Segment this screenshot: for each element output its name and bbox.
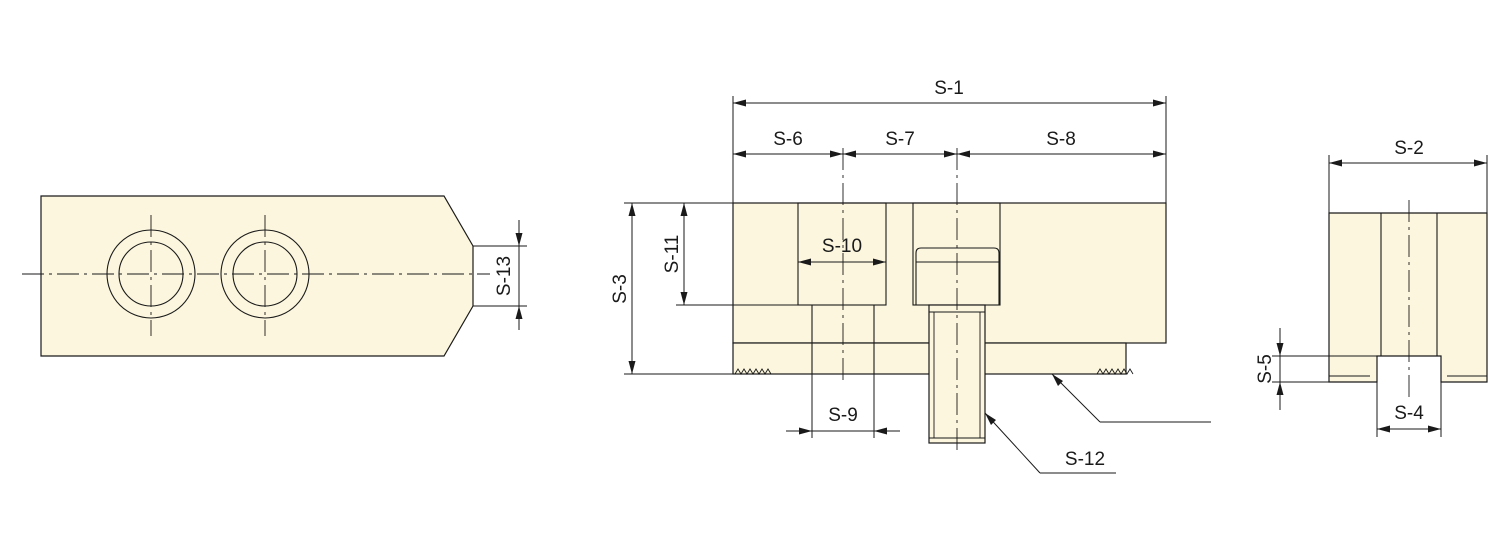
s11-arrow-top (680, 203, 688, 216)
side-view: S-2 S-5 S-4 (1255, 138, 1488, 437)
bolt-head (915, 247, 1000, 305)
s6-arrow-right (830, 150, 843, 158)
s2-arrow-right (1474, 159, 1487, 167)
front-view: S-1 S-6 S-7 S-8 S-3 S-11 S-10 (610, 78, 1211, 474)
label-s7: S-7 (885, 129, 915, 150)
s6-arrow-left (733, 150, 746, 158)
s2-arrow-left (1329, 159, 1342, 167)
s12-arrow (985, 413, 996, 425)
s9-arrow-left (799, 427, 812, 435)
s5-arrow-bottom (1276, 382, 1284, 395)
label-s11: S-11 (662, 235, 683, 274)
s13-arrow-top (515, 233, 523, 246)
label-s2: S-2 (1394, 138, 1424, 159)
counterbore-slot-1 (797, 202, 887, 306)
label-s1: S-1 (934, 78, 964, 99)
label-s9: S-9 (828, 405, 858, 426)
s8-arrow-left (957, 150, 970, 158)
s5-arrow-top (1276, 343, 1284, 356)
serration-arrow (1052, 374, 1063, 386)
label-s4: S-4 (1394, 403, 1424, 424)
label-s8: S-8 (1046, 129, 1076, 150)
label-s10: S-10 (822, 236, 862, 257)
s8-arrow-right (1153, 150, 1166, 158)
s7-arrow-left (843, 150, 856, 158)
s7-arrow-right (944, 150, 957, 158)
top-view-body (40, 195, 474, 357)
label-s12: S-12 (1065, 449, 1105, 470)
s10-arrow-right (873, 258, 886, 266)
s4-arrow-right (1428, 425, 1441, 433)
label-s3: S-3 (610, 274, 631, 304)
s3-arrow-bottom (628, 361, 636, 374)
s1-arrow-right (1153, 99, 1166, 107)
label-s13: S-13 (494, 256, 515, 296)
s1-arrow-left (733, 99, 746, 107)
s9-arrow-right (874, 427, 887, 435)
top-view: S-13 (22, 195, 527, 357)
s11-arrow-bottom (680, 292, 688, 305)
label-s5: S-5 (1255, 354, 1276, 384)
s4-arrow-left (1377, 425, 1390, 433)
s12-leader (984, 412, 1041, 474)
side-view-body (1328, 212, 1488, 383)
s13-arrow-bottom (515, 306, 523, 319)
s10-arrow-left (798, 258, 811, 266)
s3-arrow-top (628, 203, 636, 216)
label-s6: S-6 (773, 129, 803, 150)
